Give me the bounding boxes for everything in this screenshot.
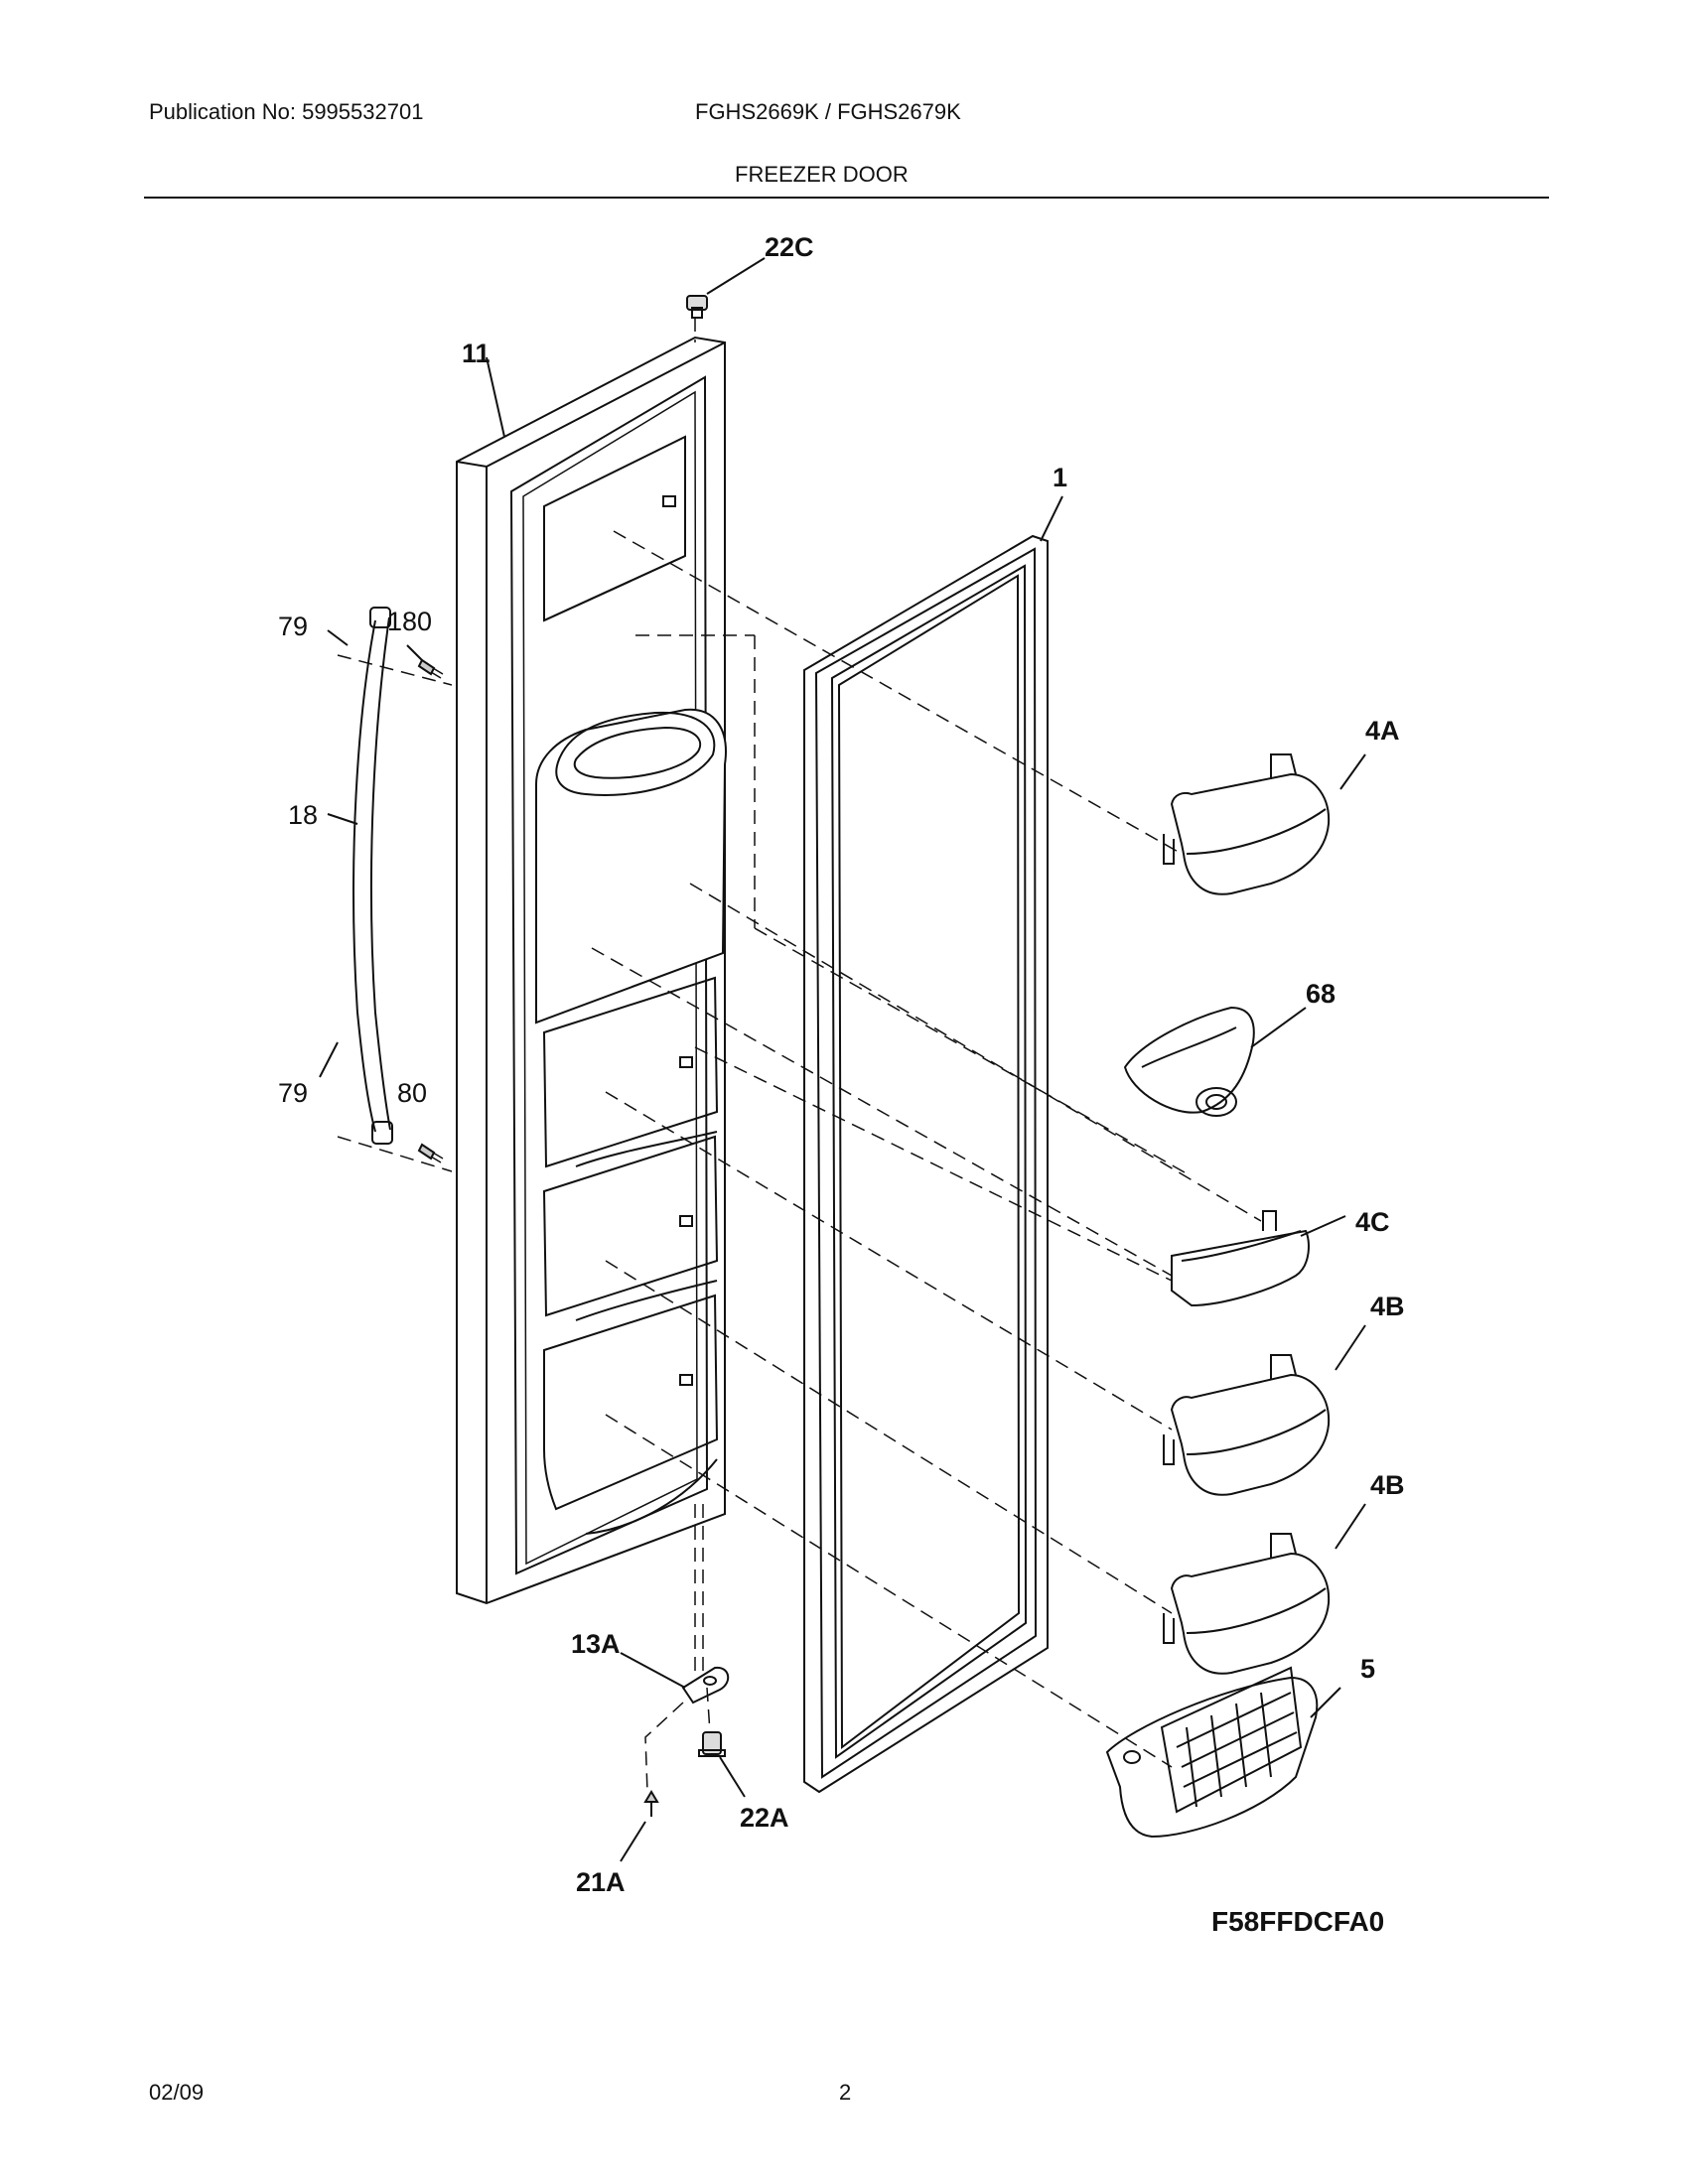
callout-180: 180: [387, 607, 432, 636]
bushing-part-22C: [686, 295, 708, 319]
callout-1: 1: [1053, 463, 1067, 492]
door-gasket-part-1: [803, 534, 1049, 1794]
door-handle-part-18: [352, 607, 393, 1145]
callout-22A: 22A: [740, 1803, 789, 1833]
hinge-part-13A: [681, 1666, 730, 1705]
callout-80: 80: [397, 1078, 427, 1108]
door-bin-part-4A: [1163, 753, 1331, 895]
model-numbers: FGHS2669K / FGHS2679K: [695, 99, 961, 124]
assembly-guide-lines: [337, 318, 1262, 1793]
callout-4A: 4A: [1365, 716, 1400, 746]
callout-79-top: 79: [278, 612, 308, 641]
hinge-screw-part-21A: [643, 1790, 659, 1817]
door-bin-part-4B-upper: [1163, 1354, 1331, 1496]
section-title: FREEZER DOOR: [735, 162, 909, 187]
header-divider: [144, 197, 1549, 199]
callout-4B-upper: 4B: [1370, 1292, 1405, 1321]
callout-22C: 22C: [765, 232, 814, 262]
handle-screw-part-80: [417, 1143, 444, 1163]
wire-basket-part-5: [1105, 1666, 1319, 1839]
footer-date: 02/09: [149, 2080, 205, 2105]
handle-screw-part-180: [417, 658, 444, 679]
diagram-code: F58FFDCFA0: [1211, 1906, 1384, 1937]
callout-13A: 13A: [571, 1629, 621, 1659]
bushing-part-22A: [698, 1731, 726, 1757]
door-bin-part-4C: [1171, 1210, 1310, 1307]
ice-bucket-part-68: [1123, 1006, 1255, 1117]
callout-79-bottom: 79: [278, 1078, 308, 1108]
callout-68: 68: [1306, 979, 1336, 1009]
callout-11: 11: [462, 339, 491, 368]
door-bin-part-4B-lower: [1163, 1533, 1331, 1675]
callout-18: 18: [288, 800, 318, 830]
callout-21A: 21A: [576, 1867, 626, 1897]
callout-4C: 4C: [1355, 1207, 1390, 1237]
publication-number: Publication No: 5995532701: [149, 99, 424, 124]
callout-4B-lower: 4B: [1370, 1470, 1405, 1500]
leader-lines: [319, 257, 1366, 1862]
footer-page-number: 2: [839, 2080, 852, 2105]
door-liner-part-11: [456, 336, 727, 1605]
callout-5: 5: [1360, 1654, 1375, 1684]
